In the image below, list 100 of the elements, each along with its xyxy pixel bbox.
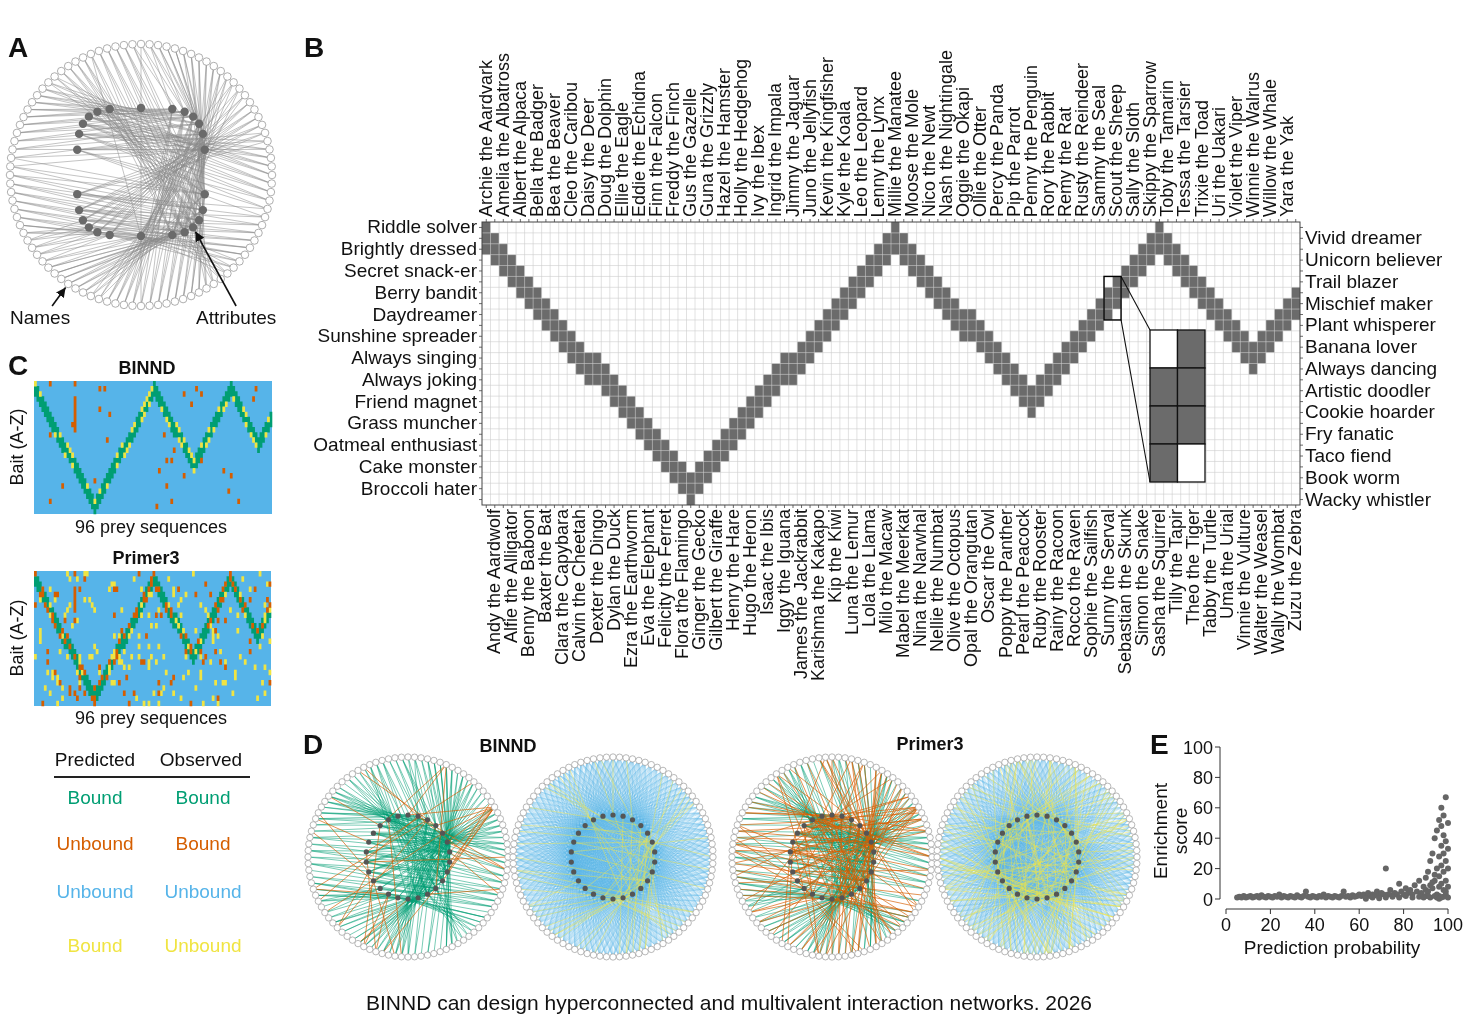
column-label: Amelia the Albatross <box>494 52 512 217</box>
column-label: Uri the Uakari <box>1210 106 1228 217</box>
column-label: Luna the Lemur <box>844 509 862 636</box>
column-header: Predicted <box>54 750 136 770</box>
tick-label: 80 <box>1192 767 1213 788</box>
column-label: Nash the Nightingale <box>937 49 955 217</box>
column-label: Gus the Gazelle <box>682 87 700 217</box>
leader-arrow <box>194 230 237 307</box>
column-label: Opal the Orangutan <box>963 509 981 668</box>
column-label: Skippy the Sparrow <box>1142 60 1160 217</box>
column-label: Poppy the Panther <box>997 509 1015 659</box>
row-label: Book worm <box>1305 467 1401 488</box>
column-label: Kip the Kiwi <box>827 509 845 604</box>
tick-label: 0 <box>1221 915 1231 935</box>
column-label: Calvin the Cheetah <box>571 509 589 663</box>
column-label: Pip the Parrot <box>1006 106 1024 217</box>
axis-label: Bait (A-Z) <box>7 408 27 486</box>
column-label: Guna the Grizzly <box>699 82 717 217</box>
row-label: Secret snack-er <box>343 260 477 281</box>
legend-label: Bound <box>175 833 231 855</box>
column-label: Walter the Weasel <box>1253 509 1271 656</box>
column-label: Ruby the Rooster <box>1031 509 1049 650</box>
column-label: Olive the Octopus <box>946 509 964 653</box>
leader-arrow <box>51 286 67 307</box>
legend-label: Bound <box>67 787 123 809</box>
panel-title: BINND <box>118 358 176 378</box>
column-label: Percy the Panda <box>989 83 1006 217</box>
column-label: Karishma the Kakapo <box>810 509 828 682</box>
legend-label: Bound <box>67 935 123 957</box>
row-label: Broccoli hater <box>360 478 477 499</box>
column-label: Archie the Aardvark <box>477 59 495 217</box>
legend-label: Unbound <box>56 881 134 903</box>
column-label: Remy the Rat <box>1057 106 1075 217</box>
legend-label: Unbound <box>164 881 242 903</box>
panel-letter: A <box>8 34 29 62</box>
panel-letter: E <box>1150 731 1169 759</box>
column-label: Eddie the Echidna <box>631 70 649 217</box>
network-node <box>64 279 73 289</box>
column-label: Moose the Mole <box>903 88 921 217</box>
legend-label: Unbound <box>56 833 134 855</box>
column-label: Clara the Capybara <box>554 509 572 666</box>
column-label: Albert the Alpaca <box>511 80 529 217</box>
axis-label: Enrichment score <box>1151 781 1191 882</box>
column-label: Iggy the Iguana <box>776 509 793 634</box>
column-label: Yara the Yak <box>1278 115 1296 217</box>
column-label: Sophie the Sailfish <box>1082 509 1100 659</box>
column-label: Uma the Urial <box>1219 509 1237 620</box>
column-label: Ellie the Eagle <box>614 101 632 217</box>
network-node <box>188 223 198 232</box>
axis-label: 96 prey sequences <box>74 517 228 537</box>
column-label: Daisy the Deer <box>580 97 597 217</box>
column-label: Penny the Penguin <box>1023 64 1041 217</box>
column-label: Oscar the Owl <box>980 509 998 624</box>
column-label: Hazel the Hamster <box>716 67 734 217</box>
row-label: Always dancing <box>1305 358 1438 379</box>
column-label: Alfie the Alligator <box>503 509 521 644</box>
column-label: Sammy the Seal <box>1091 84 1109 217</box>
tick-label: 40 <box>1192 828 1213 849</box>
column-label: Finn the Falcon <box>648 92 666 217</box>
row-label: Grass muncher <box>347 413 477 434</box>
column-label: Dexter the Dingo <box>588 509 606 645</box>
column-label: Vinnie the Vulture <box>1236 509 1254 651</box>
row-label: Vivid dreamer <box>1305 228 1422 249</box>
column-label: Baxter the Bat <box>537 509 555 624</box>
column-label: Tabby the Turtle <box>1202 509 1220 638</box>
row-label: Always joking <box>361 369 477 390</box>
panel-title: Primer3 <box>112 548 180 568</box>
column-label: Nico the Newt <box>920 104 938 217</box>
column-label: Ivy the Ibex <box>750 124 768 217</box>
column-label: Scout the Sheep <box>1108 83 1126 217</box>
legend-label: Bound <box>175 787 231 809</box>
column-label: Willow the Whale <box>1261 78 1279 217</box>
column-label: Benny the Baboon <box>520 509 538 658</box>
tick-label: 20 <box>1192 859 1213 880</box>
panel-letter: D <box>303 731 324 759</box>
row-label: Friend magnet <box>354 391 477 412</box>
column-label: James the Jackrabbit <box>793 509 811 680</box>
axis-label: 96 prey sequences <box>74 708 228 728</box>
callout-label: Names <box>10 307 71 329</box>
column-label: Jimmy the Jaguar <box>784 74 802 217</box>
row-label: Oatmeal enthusiast <box>313 435 477 456</box>
column-label: Doug the Dolphin <box>597 77 615 217</box>
legend-label: Unbound <box>164 935 242 957</box>
tick-label: 0 <box>1203 889 1213 910</box>
row-label: Mischief maker <box>1305 293 1433 314</box>
column-label: Trixie the Toad <box>1193 99 1211 217</box>
callout-label: Attributes <box>196 307 277 329</box>
row-label: Unicorn believer <box>1305 250 1443 271</box>
column-label: Mabel the Meerkat <box>895 509 913 659</box>
row-label: Artistic doodler <box>1305 380 1431 401</box>
column-label: Toby the Tamarin <box>1159 80 1177 217</box>
column-label: Nina the Narwhal <box>912 509 930 648</box>
column-label: Andy the Aardwolf <box>486 509 504 655</box>
tick-label: 60 <box>1192 798 1213 819</box>
column-label: Sally the Sloth <box>1125 101 1143 217</box>
panel-letter: B <box>304 34 325 62</box>
column-header: Observed <box>159 750 243 770</box>
tick-label: 40 <box>1304 915 1325 935</box>
tick-label: 60 <box>1349 915 1370 935</box>
row-label: Brightly dressed <box>340 239 477 260</box>
